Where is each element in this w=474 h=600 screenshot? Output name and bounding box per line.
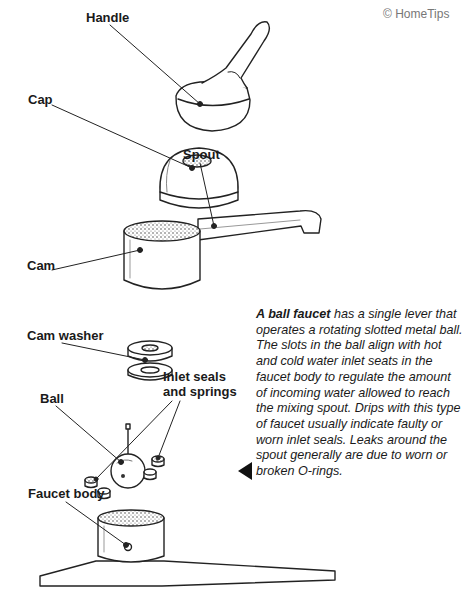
note-heading: A ball faucet [256,307,330,321]
part-name: Spout [183,147,220,162]
pointer-triangle [238,462,252,480]
cap-part [160,148,238,208]
part-name: Cap [28,92,53,107]
note-body: has a single lever that operates a rotat… [256,307,463,478]
spout-part [124,211,321,289]
part-name: Cam [27,258,55,273]
part-name: Inlet seals and springs [163,369,245,399]
part-name: Handle [86,10,129,25]
leader-lines [52,25,217,548]
part-name: Cam washer [27,328,104,343]
description-note: A ball faucet has a single lever that op… [256,307,464,480]
part-name: Faucet body [28,486,105,501]
watermark: © HomeTips [383,7,449,22]
handle-part [176,22,269,131]
faucet-body-part [40,510,335,586]
part-name: Ball [40,391,64,406]
